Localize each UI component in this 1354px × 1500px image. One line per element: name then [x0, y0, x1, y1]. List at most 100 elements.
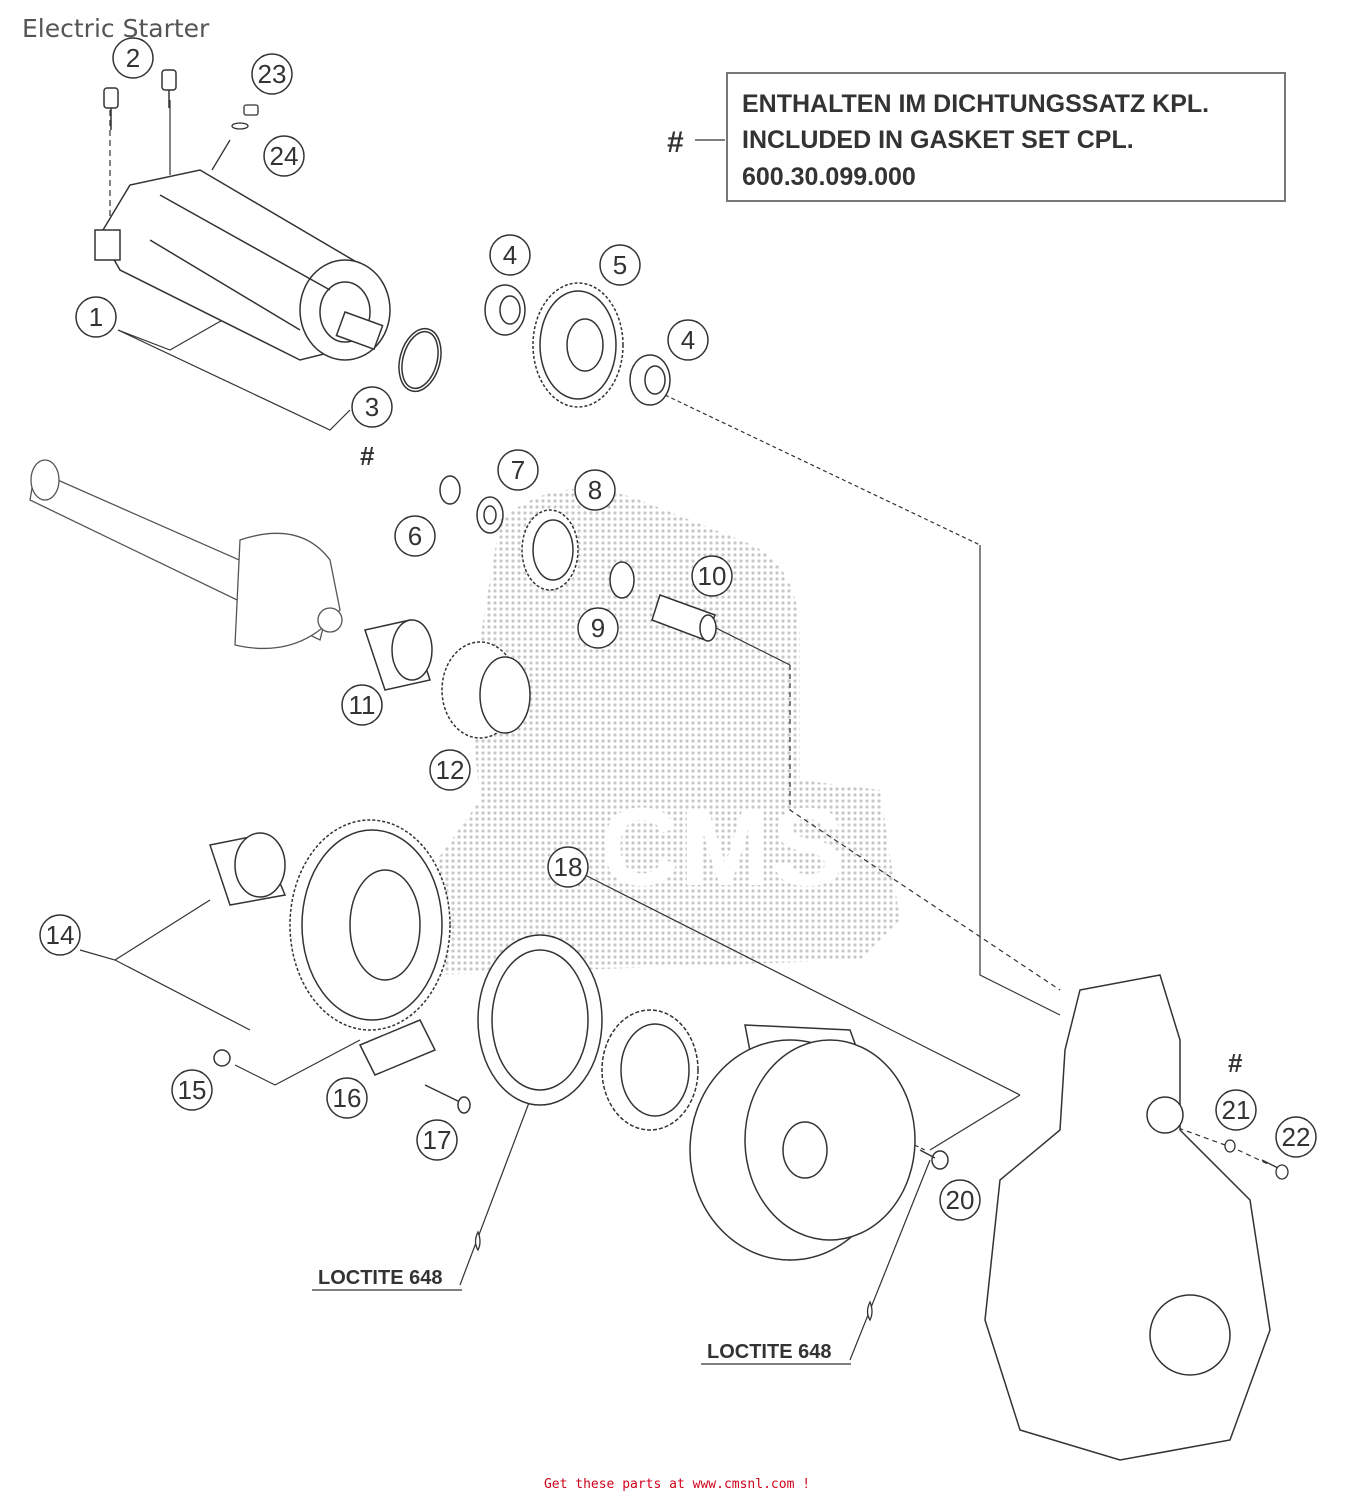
callout-2: 2 — [112, 37, 154, 79]
screw-15 — [213, 1049, 231, 1067]
callout-circle — [547, 846, 589, 888]
callout-circle — [599, 244, 641, 286]
callout-circle — [326, 1077, 368, 1119]
callout-17: 17 — [416, 1119, 458, 1161]
bearing-4b — [629, 354, 671, 406]
callout-number: 14 — [46, 920, 75, 950]
callout-number: 4 — [503, 240, 517, 270]
hash-marker-3: # — [360, 441, 375, 471]
freewheel-gear — [289, 819, 451, 1031]
callout-16: 16 — [326, 1077, 368, 1119]
callout-circle — [341, 684, 383, 726]
screw-17 — [424, 1084, 471, 1114]
shaft-10 — [651, 594, 717, 642]
callout-3: 3 — [351, 386, 393, 428]
starter-motor — [94, 169, 391, 361]
needle-bearing-14 — [209, 832, 287, 906]
needle-bearing-11 — [364, 619, 433, 691]
callout-circle — [429, 749, 471, 791]
callout-circle — [691, 555, 733, 597]
callout-4: 4 — [667, 319, 709, 361]
callout-circle — [112, 37, 154, 79]
terminal-23-24 — [211, 104, 259, 171]
washer-21 — [1224, 1139, 1236, 1153]
callout-number: 15 — [178, 1075, 207, 1105]
callout-15: 15 — [171, 1069, 213, 1111]
callout-18: 18 — [547, 846, 589, 888]
callout-number: 7 — [511, 455, 525, 485]
loctite-label-right: LOCTITE 648 — [707, 1341, 831, 1363]
callout-circle — [574, 469, 616, 511]
cmsnl-link[interactable]: Get these parts at www.cmsnl.com ! — [543, 1477, 811, 1492]
loctite-label-left: LOCTITE 648 — [318, 1267, 442, 1289]
callout-number: 9 — [591, 613, 605, 643]
callout-4: 4 — [489, 234, 531, 276]
callout-5: 5 — [599, 244, 641, 286]
callout-number: 11 — [349, 690, 376, 720]
washer-7 — [476, 496, 504, 534]
bearing-4a — [484, 284, 526, 336]
callout-number: 5 — [613, 250, 627, 280]
loctite-label-right-group: LOCTITE 648 — [701, 1341, 851, 1365]
callout-circle — [171, 1069, 213, 1111]
callout-9: 9 — [577, 607, 619, 649]
loctite-label-left-group: LOCTITE 648 — [312, 1267, 462, 1291]
callout-circle — [251, 53, 293, 95]
callout-number: 20 — [946, 1185, 975, 1215]
loctite-drop-left — [474, 1230, 481, 1252]
callout-circle — [577, 607, 619, 649]
callout-circle — [1215, 1089, 1257, 1131]
loctite-drop-right — [866, 1300, 873, 1322]
callout-24: 24 — [263, 135, 305, 177]
ignition-cover — [984, 974, 1271, 1461]
gear-12 — [441, 641, 531, 739]
callout-number: 22 — [1282, 1122, 1311, 1152]
callout-number: 12 — [436, 755, 465, 785]
gasket-note-box: # ENTHALTEN IM DICHTUNGSSATZ KPL. INCLUD… — [667, 72, 1286, 202]
callout-7: 7 — [497, 449, 539, 491]
note-line-3: 600.30.099.000 — [742, 163, 916, 191]
callout-circle — [416, 1119, 458, 1161]
callout-22: 22 — [1275, 1116, 1317, 1158]
callout-number: 23 — [258, 59, 287, 89]
flywheel-rotor — [689, 1024, 916, 1262]
callout-circle — [75, 296, 117, 338]
callout-number: 4 — [681, 325, 695, 355]
callout-number: 10 — [698, 561, 727, 591]
callout-10: 10 — [691, 555, 733, 597]
callout-23: 23 — [251, 53, 293, 95]
cms-watermark: CMS — [430, 488, 900, 975]
callout-number: 24 — [270, 141, 299, 171]
callout-number: 17 — [423, 1125, 452, 1155]
callout-20: 20 — [939, 1179, 981, 1221]
shaft-seal — [477, 934, 603, 1106]
callout-8: 8 — [574, 469, 616, 511]
screws-2 — [103, 69, 177, 130]
callout-circle — [351, 386, 393, 428]
circlip-6 — [439, 475, 461, 505]
gear-8 — [521, 509, 579, 591]
callout-circle — [667, 319, 709, 361]
leader-lines — [79, 100, 1271, 1361]
page-title: Electric Starter — [22, 14, 210, 43]
callout-1: 1 — [75, 296, 117, 338]
screw-22 — [1261, 1159, 1289, 1180]
screw-20 — [919, 1149, 949, 1170]
callout-number: 8 — [588, 475, 602, 505]
callout-circle — [497, 449, 539, 491]
intermediate-gear-5 — [532, 282, 624, 408]
callout-circle — [394, 515, 436, 557]
note-line-1: ENTHALTEN IM DICHTUNGSSATZ KPL. — [742, 90, 1209, 118]
callout-circle — [263, 135, 305, 177]
callout-14: 14 — [39, 914, 81, 956]
freewheel-bearing — [601, 1009, 699, 1131]
clamp-16 — [358, 1019, 437, 1076]
callout-number: 2 — [126, 43, 140, 73]
note-line-2: INCLUDED IN GASKET SET CPL. — [742, 126, 1134, 154]
callout-circle — [939, 1179, 981, 1221]
o-ring-3 — [398, 327, 442, 393]
callout-number: 6 — [408, 521, 422, 551]
callout-number: 3 — [365, 392, 379, 422]
